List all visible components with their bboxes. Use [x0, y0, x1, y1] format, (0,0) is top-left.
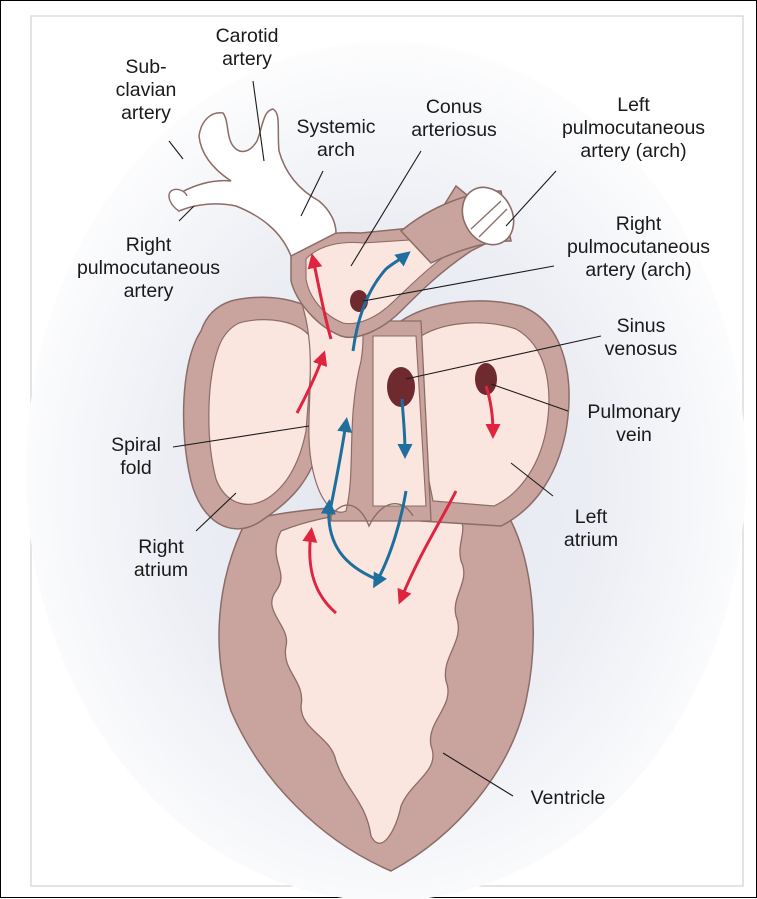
label-left-atrium: Left atrium	[546, 506, 636, 552]
label-ventricle: Ventricle	[513, 787, 623, 810]
label-conus-arteriosus: Conus arteriosus	[399, 96, 509, 142]
label-pulmonary-vein: Pulmonary vein	[569, 401, 699, 447]
label-subclavian-artery: Sub- clavian artery	[101, 56, 191, 125]
label-carotid-artery: Carotid artery	[197, 25, 297, 71]
label-systemic-arch: Systemic arch	[281, 116, 391, 162]
label-spiral-fold: Spiral fold	[96, 434, 176, 480]
label-left-pulmocutaneous-artery: Left pulmocutaneous artery (arch)	[546, 94, 721, 163]
label-right-pulmocutaneous-artery: Right pulmocutaneous artery	[61, 234, 236, 303]
label-sinus-venosus: Sinus venosus	[591, 315, 691, 361]
label-right-atrium: Right atrium	[116, 536, 206, 582]
label-right-pulmocutaneous-arch: Right pulmocutaneous artery (arch)	[546, 213, 731, 282]
sinus-chamber	[373, 336, 426, 506]
